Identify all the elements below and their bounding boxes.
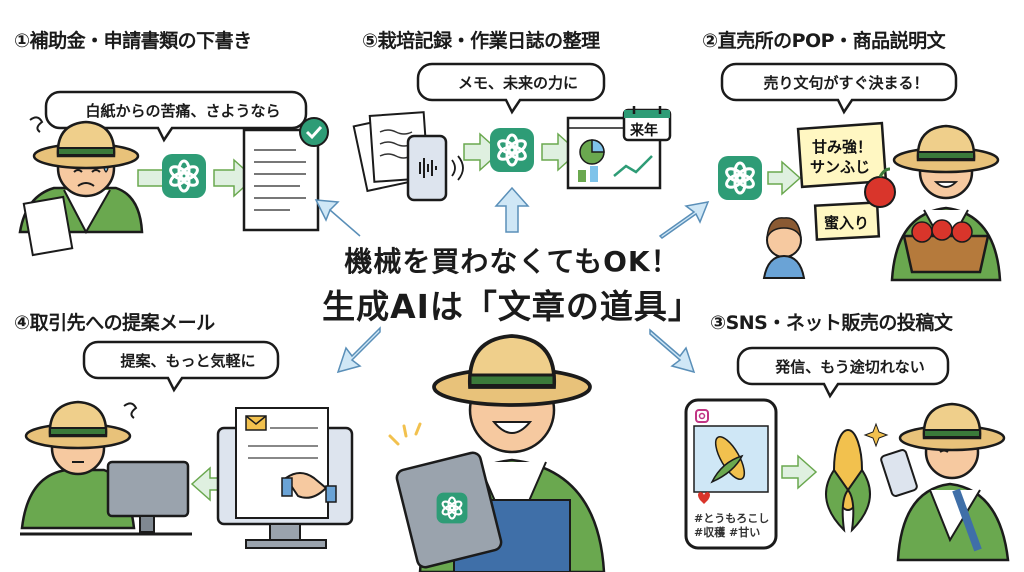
heading-section-1: ①補助金・申請書類の下書き (14, 30, 252, 52)
instagram-icon (695, 409, 709, 423)
farmer-phone-icon (880, 402, 1010, 562)
arrow-to-section-3 (649, 328, 696, 374)
calendar-label: 来年 (630, 123, 658, 139)
farmer-thinking-icon (20, 400, 138, 530)
document-icon (242, 128, 320, 232)
microphone-phone-icon (406, 134, 464, 202)
bubble-1-shape (44, 90, 308, 143)
bubble-section-1: 白紙からの苦痛、さようなら (85, 102, 281, 120)
bubble-section-3: 発信、もう途切れない (775, 358, 925, 376)
arrow-to-section-4 (336, 326, 381, 374)
arrow-to-section-5 (494, 186, 530, 233)
pop-card-2-text: 蜜入り (824, 214, 870, 232)
corn-icon (825, 429, 871, 533)
center-message-line-1: 機械を買わなくてもOK！ (344, 245, 680, 278)
section-3-illustration (684, 346, 1010, 562)
computer-email-icon (216, 407, 354, 549)
bubble-section-4: 提案、もっと気軽に (120, 352, 256, 370)
bubble-2-shape (720, 62, 958, 115)
center-arrows (314, 186, 710, 374)
farmer-worried-icon (18, 116, 144, 257)
arrow-3-icon (781, 454, 818, 490)
heading-section-2: ②直売所のPOP・商品説明文 (702, 30, 946, 52)
ai-logo-icon-2 (716, 154, 764, 202)
bubble-section-5: メモ、未来の力に (457, 74, 578, 92)
sparkle-icon (863, 422, 889, 448)
center-message-line-2: 生成AIは「文章の道具」 (322, 287, 702, 326)
heading-section-3: ③SNS・ネット販売の投稿文 (710, 312, 953, 334)
ai-logo-icon (160, 152, 208, 200)
envelope-icon (245, 415, 267, 431)
heading-section-4: ④取引先への提案メール (14, 312, 215, 334)
section-4-illustration (20, 340, 354, 549)
check-icon (299, 117, 329, 147)
bubble-4-shape (82, 340, 280, 393)
arrow-to-section-1 (314, 199, 361, 237)
pop-card-2 (813, 201, 881, 241)
apple-icon (864, 167, 896, 208)
bubble-5-shape (416, 62, 606, 115)
post-hashtags-line-2: #収穫 #甘い (694, 526, 761, 539)
farmer-tablet-icon (388, 334, 606, 572)
computer-monitor-small-icon (20, 460, 192, 536)
arrow-to-section-2 (658, 201, 710, 239)
farmer-apples-icon (890, 124, 1002, 282)
bubble-section-2: 売り文句がすぐ決まる！ (763, 74, 929, 92)
ai-logo-icon-5 (488, 126, 536, 174)
post-hashtags-line-1: #とうもろこし (694, 512, 770, 525)
arrow-2-icon (767, 160, 802, 196)
section-5-illustration (352, 62, 672, 202)
heading-section-5: ⑤栽培記録・作業日誌の整理 (362, 30, 600, 52)
handshake-icon (281, 472, 337, 503)
calendar-icon (622, 106, 672, 142)
heart-icon (698, 492, 710, 504)
pop-card-1-line-2: サンふじ (810, 158, 871, 176)
section-2-illustration (716, 62, 1002, 282)
pop-card-1-line-1: 甘み強！ (812, 138, 873, 156)
bubble-3-shape (736, 346, 950, 399)
customer-icon (762, 217, 806, 279)
pop-card-1 (796, 121, 888, 189)
section-1-illustration (18, 90, 329, 257)
smartphone-post-icon (684, 398, 778, 550)
